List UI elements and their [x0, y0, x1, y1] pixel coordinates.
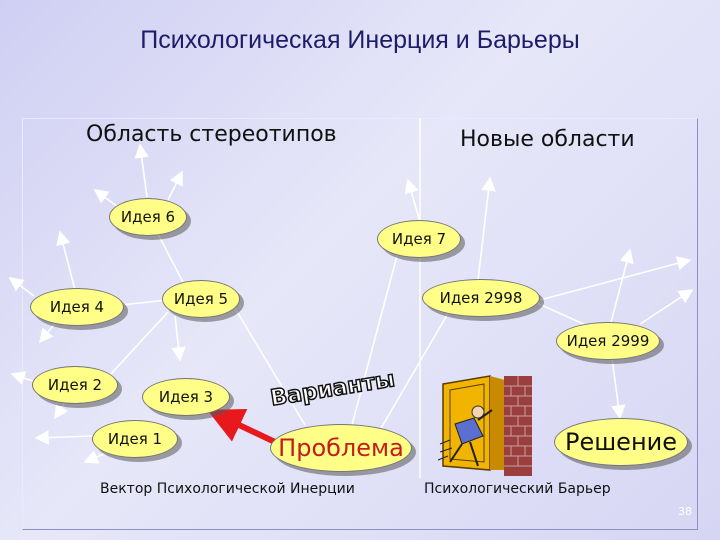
arrow-i2999-upright — [639, 289, 694, 325]
idea-6-node: Идея 6 — [109, 198, 187, 236]
arrow-i2998-up — [477, 176, 496, 281]
idea-1-node: Идея 1 — [92, 420, 178, 458]
brick-wall-icon — [504, 376, 532, 476]
inertia-vector-arrow — [207, 409, 277, 445]
line-i6-i5 — [156, 231, 186, 287]
arrow-i4-left — [8, 277, 35, 297]
line-problem-i2998 — [379, 309, 451, 431]
new-areas-region-label: Новые области — [460, 127, 635, 152]
idea-2999-node: Идея 2999 — [556, 322, 660, 360]
arrow-i6-right — [167, 170, 183, 201]
arrow-i2999-down — [611, 357, 626, 420]
line-i2998-i2999 — [529, 299, 589, 327]
page-number: 38 — [678, 505, 692, 518]
line-problem-i7 — [351, 251, 399, 426]
line-i4-i5 — [119, 299, 169, 306]
idea-2-node: Идея 2 — [32, 366, 118, 404]
arrow-i7-up — [404, 178, 421, 223]
inertia-vector-caption: Вектор Психологической Инерции — [100, 481, 355, 497]
slide-title: Психологическая Инерция и Барьеры — [140, 26, 580, 54]
diagram-panel — [22, 118, 698, 530]
idea-2998-node: Идея 2998 — [422, 279, 540, 317]
arrow-i4-down — [39, 321, 57, 344]
idea-7-node: Идея 7 — [377, 220, 461, 258]
line-i5-problem — [229, 299, 306, 426]
arrow-i6-left — [93, 189, 119, 208]
stereotypes-region-label: Область стереотипов — [86, 122, 337, 147]
barrier-caption: Психологический Барьер — [424, 481, 611, 497]
arrow-i2999-up — [609, 248, 634, 327]
arrow-i4-up — [56, 230, 76, 291]
arrow-i6-up — [134, 143, 149, 198]
arrow-i5-down — [171, 315, 186, 362]
idea-4-node: Идея 4 — [30, 288, 124, 326]
idea-3-node: Идея 3 — [142, 378, 230, 416]
arrow-i2998-right — [539, 256, 692, 301]
running-person-icon — [437, 405, 493, 467]
line-i2-i5 — [109, 311, 169, 376]
idea-5-node: Идея 5 — [162, 280, 240, 318]
problem-node: Проблема — [270, 424, 412, 472]
solution-node: Решение — [554, 418, 688, 466]
arrow-i1-left — [34, 430, 95, 445]
